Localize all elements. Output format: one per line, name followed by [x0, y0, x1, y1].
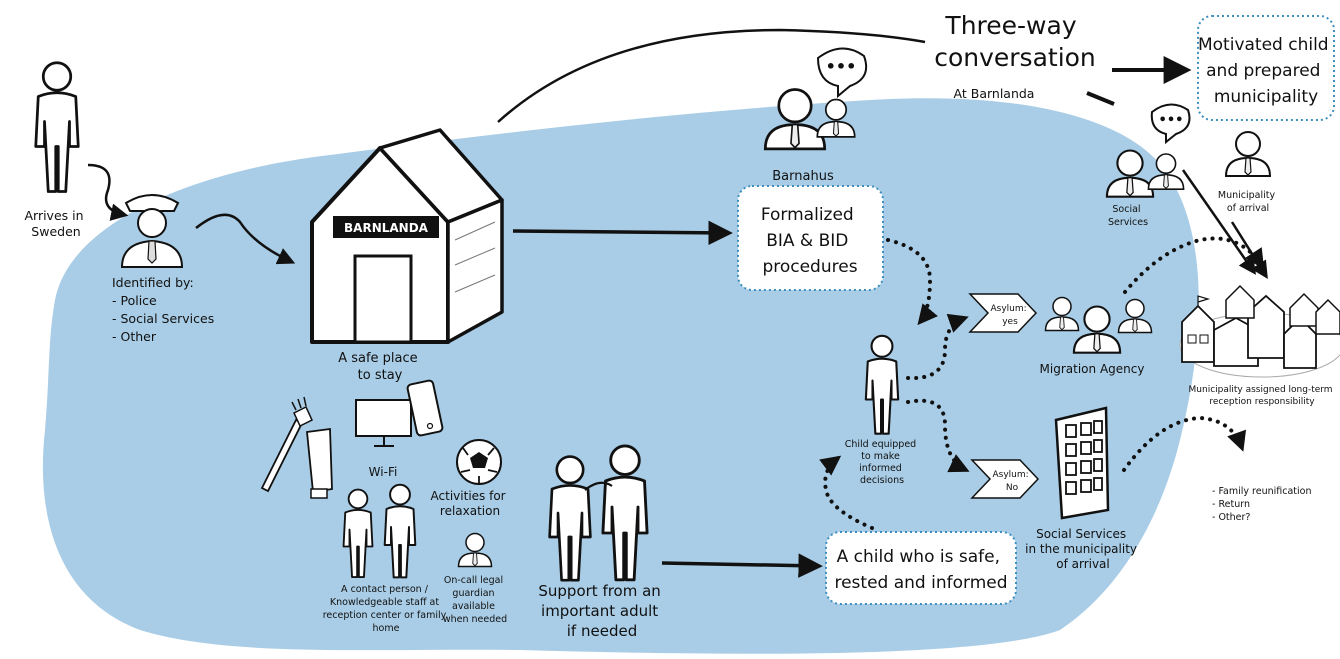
three-way-title: Three-way conversation	[934, 11, 1096, 72]
dotted-child-to-asylum-yes	[906, 313, 969, 381]
speech-bubble-icon	[1150, 103, 1191, 145]
toothpaste-icon	[306, 427, 333, 499]
motivated-child-box	[1197, 15, 1335, 121]
arrives-label: Arrives in Sweden	[24, 208, 87, 239]
social-services-label: Social Services	[1108, 204, 1148, 228]
at-barnlanda-label: At Barnlanda	[954, 86, 1035, 101]
dotted-formalized-to-child	[886, 238, 938, 326]
football-icon	[456, 439, 502, 485]
monitor-icon	[355, 399, 412, 447]
phone-icon	[406, 379, 444, 437]
municipality-of-arrival-label: Municipality of arrival	[1218, 190, 1278, 214]
outcome-list: - Family reunification - Return - Other?	[1212, 486, 1315, 523]
safe-child-box	[825, 531, 1017, 605]
motivated-label: Motivated child and prepared municipalit…	[1198, 35, 1334, 107]
activities-label: Activities for relaxation	[431, 489, 510, 518]
social-services-municipality-label: Social Services in the municipality of a…	[1025, 527, 1141, 571]
dotted-safe-child-to-equipped	[819, 455, 874, 530]
municipality-official-icon	[1225, 131, 1271, 177]
village-icon	[1179, 284, 1340, 378]
municipality-assigned-label: Municipality assigned long-term receptio…	[1189, 385, 1336, 407]
arrow-barnlanda-to-formalized	[512, 220, 733, 246]
safe-child-label: A child who is safe, rested and informed	[834, 547, 1007, 593]
arrow-support-to-safe-child	[661, 553, 823, 578]
migration-agency-label: Migration Agency	[1040, 362, 1145, 376]
formalized-procedures-box	[737, 185, 884, 291]
supporting-adults-icon	[548, 444, 649, 582]
arrow-identify-to-barnlanda	[195, 213, 296, 265]
police-officer-icon	[120, 194, 184, 268]
building-icon	[1054, 406, 1110, 520]
svg-text:•••: •••	[1159, 113, 1184, 128]
oncall-guardian-label: On-call legal guardian available when ne…	[443, 575, 507, 625]
barnahus-label: Barnahus	[772, 169, 834, 184]
barnlanda-house-icon	[310, 128, 504, 344]
arrow-arrive-to-identify	[87, 163, 129, 221]
arc-to-three-way	[497, 28, 926, 123]
arriving-person-icon	[34, 61, 80, 193]
svg-text:•••: •••	[826, 57, 857, 76]
speech-bubble-icon	[816, 47, 868, 99]
asylum-yes-label: Asylum: yes	[990, 304, 1029, 327]
barnlanda-sign-text: BARNLANDA	[344, 221, 429, 235]
wifi-label: Wi-Fi	[369, 465, 398, 479]
dash-to-social-services	[1086, 91, 1115, 106]
support-adult-label: Support from an important adult if neede…	[538, 582, 665, 640]
barnahus-group-icon: •••	[763, 47, 868, 151]
child-equipped-label: Child equipped to make informed decision…	[845, 439, 920, 486]
safe-place-label: A safe place to stay	[338, 351, 422, 383]
asylum-no-tag	[970, 459, 1040, 499]
identified-by-list: Identified by: - Police - Social Service…	[112, 275, 218, 344]
toothbrush-icon	[260, 396, 313, 493]
social-services-group-icon: •••	[1105, 103, 1191, 198]
arrow-social-services-to-village	[1181, 169, 1256, 275]
asylum-no-label: Asylum: No	[992, 470, 1031, 493]
formalized-label: Formalized BIA & BID procedures	[761, 205, 859, 277]
asylum-yes-tag	[968, 293, 1038, 333]
contact-person-label: A contact person / Knowledgeable staff a…	[323, 584, 450, 634]
